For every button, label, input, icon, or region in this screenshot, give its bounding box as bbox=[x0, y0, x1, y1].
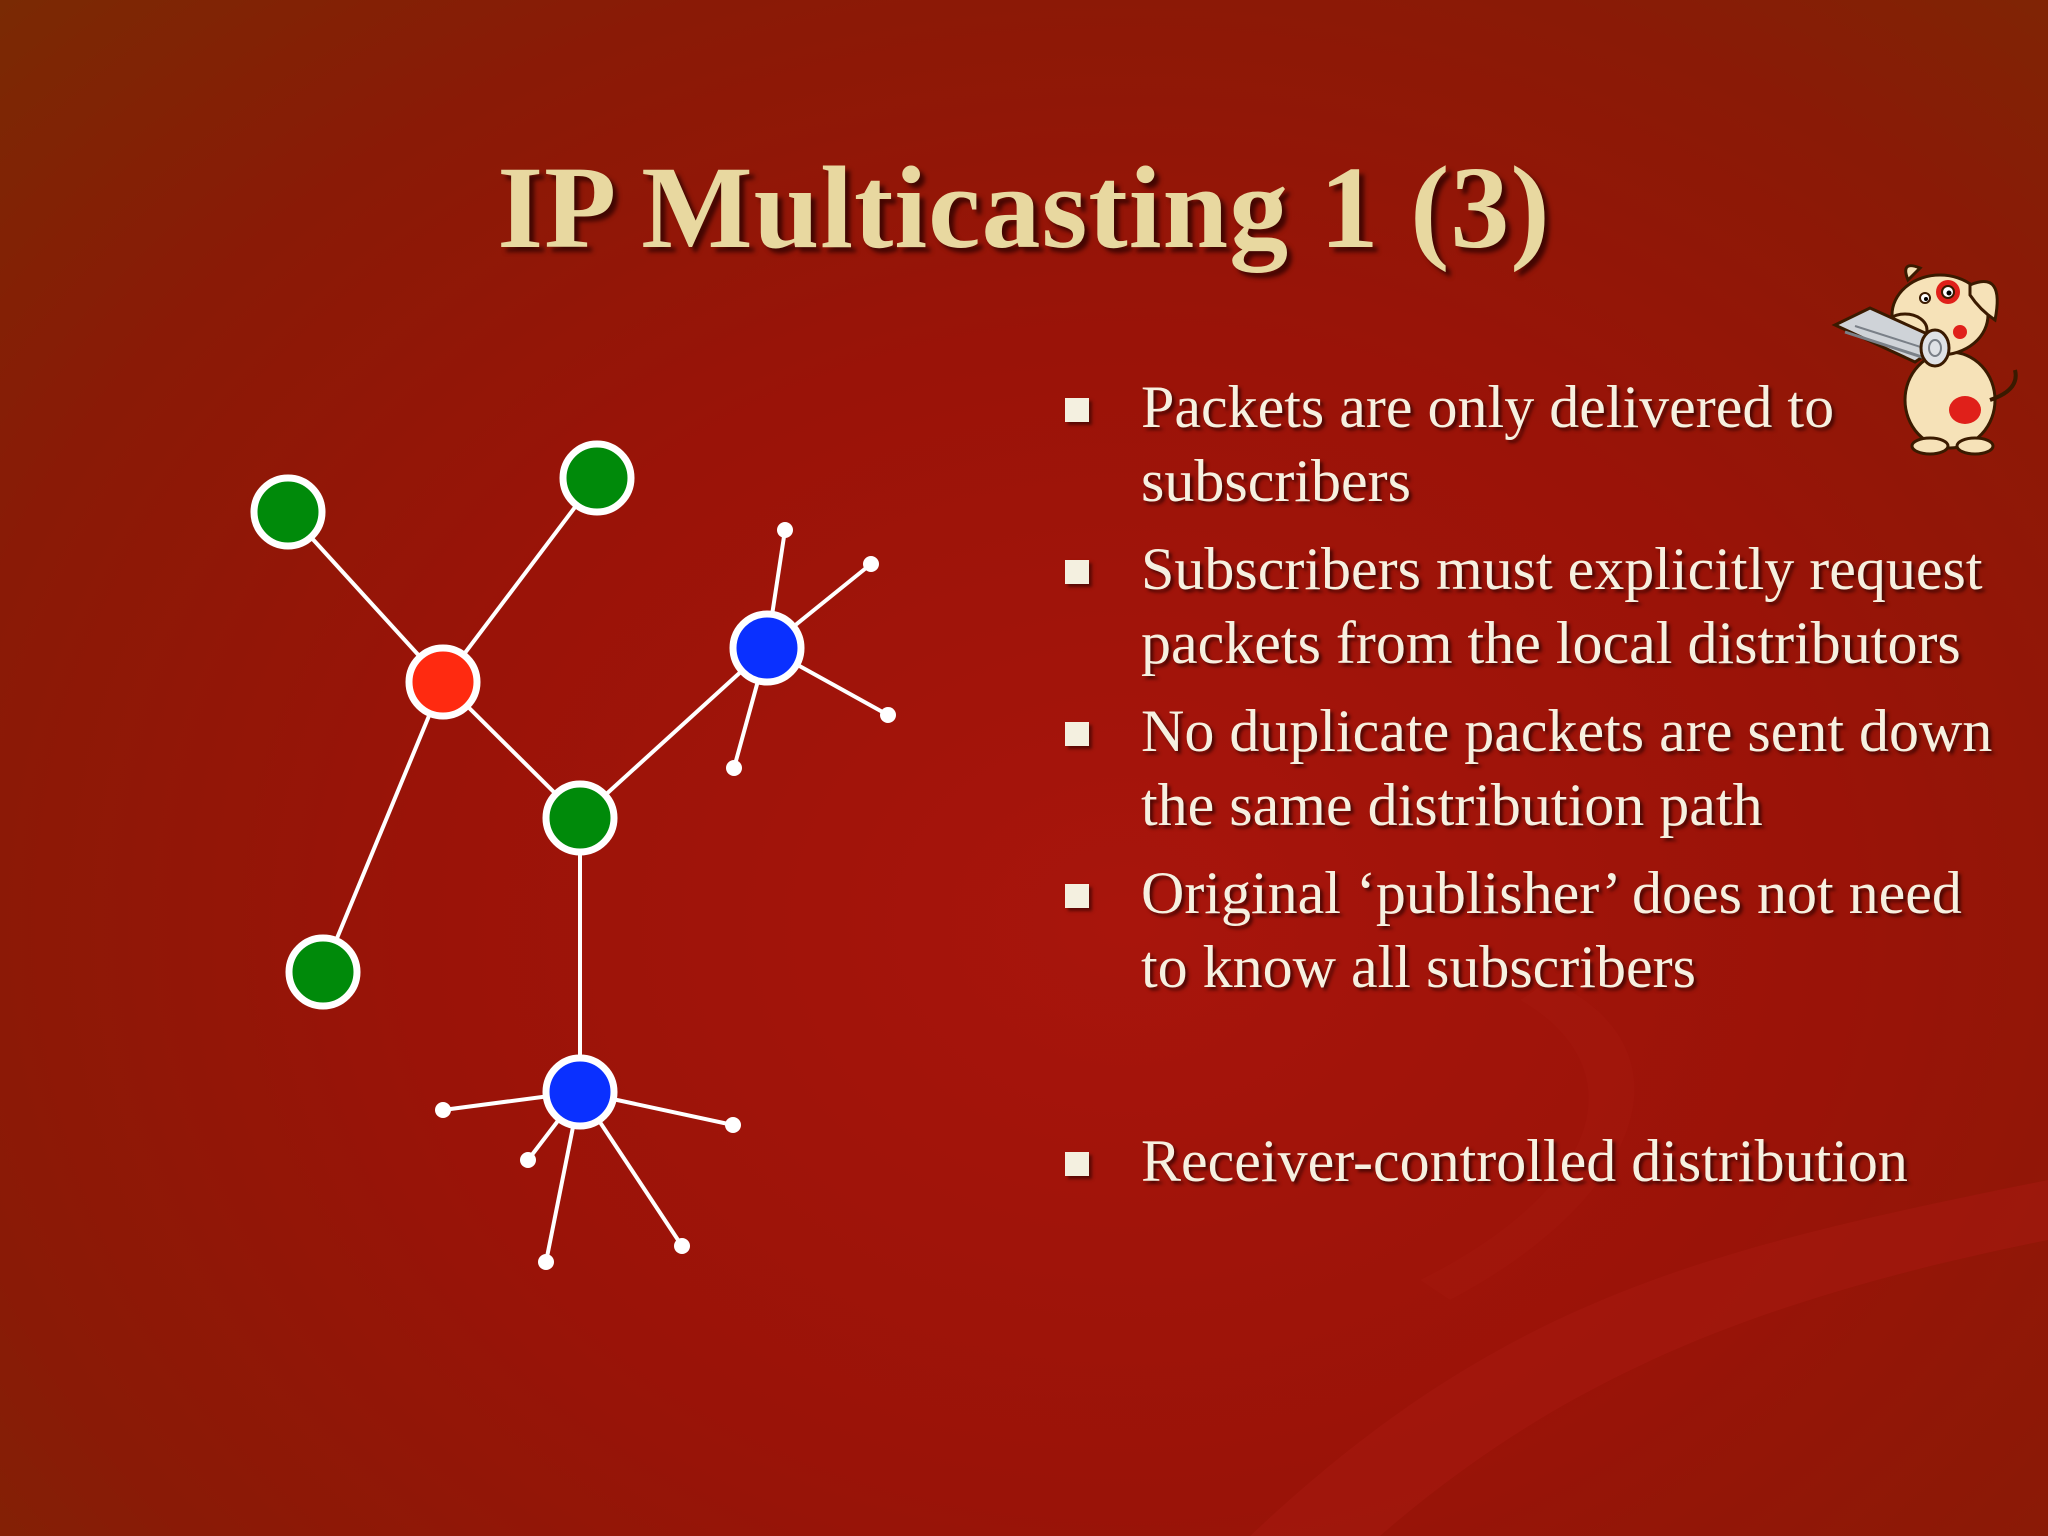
multicast-network-diagram bbox=[250, 440, 896, 1270]
subscriber-node bbox=[250, 474, 326, 550]
bullet-text: Packets are only delivered to subscriber… bbox=[1141, 374, 1835, 514]
slide-title: IP Multicasting 1 (3) bbox=[497, 142, 1551, 273]
square-bullet-icon bbox=[1065, 398, 1089, 422]
network-edges bbox=[286, 476, 889, 1263]
square-bullet-icon bbox=[1065, 722, 1089, 746]
endpoint-dots bbox=[435, 522, 896, 1270]
subscriber-node bbox=[285, 934, 361, 1010]
router-node bbox=[542, 1054, 618, 1130]
square-bullet-icon bbox=[1065, 884, 1089, 908]
square-bullet-icon bbox=[1065, 560, 1089, 584]
bullet-text: Original ‘publisher’ does not need to kn… bbox=[1141, 860, 1962, 1000]
bullet-item: Receiver-controlled distribution bbox=[1065, 1124, 2005, 1198]
bullet-text: Receiver-controlled distribution bbox=[1141, 1128, 1908, 1194]
bullet-item: Subscribers must explicitly request pack… bbox=[1065, 532, 2005, 680]
dog-with-newspaper-icon bbox=[1831, 264, 2018, 456]
bullet-item: Packets are only delivered to subscriber… bbox=[1065, 370, 2005, 518]
distributor-node bbox=[542, 780, 618, 856]
bullet-list: Packets are only delivered to subscriber… bbox=[1065, 370, 2005, 1212]
network-nodes bbox=[250, 440, 805, 1130]
subscriber-node bbox=[559, 440, 635, 516]
bullet-text: Subscribers must explicitly request pack… bbox=[1141, 536, 1983, 676]
square-bullet-icon bbox=[1065, 1152, 1089, 1176]
publisher-node bbox=[405, 644, 481, 720]
bullet-item: No duplicate packets are sent down the s… bbox=[1065, 694, 2005, 842]
bullet-item: Original ‘publisher’ does not need to kn… bbox=[1065, 856, 2005, 1004]
bullet-text: No duplicate packets are sent down the s… bbox=[1141, 698, 1993, 838]
router-node bbox=[729, 610, 805, 686]
